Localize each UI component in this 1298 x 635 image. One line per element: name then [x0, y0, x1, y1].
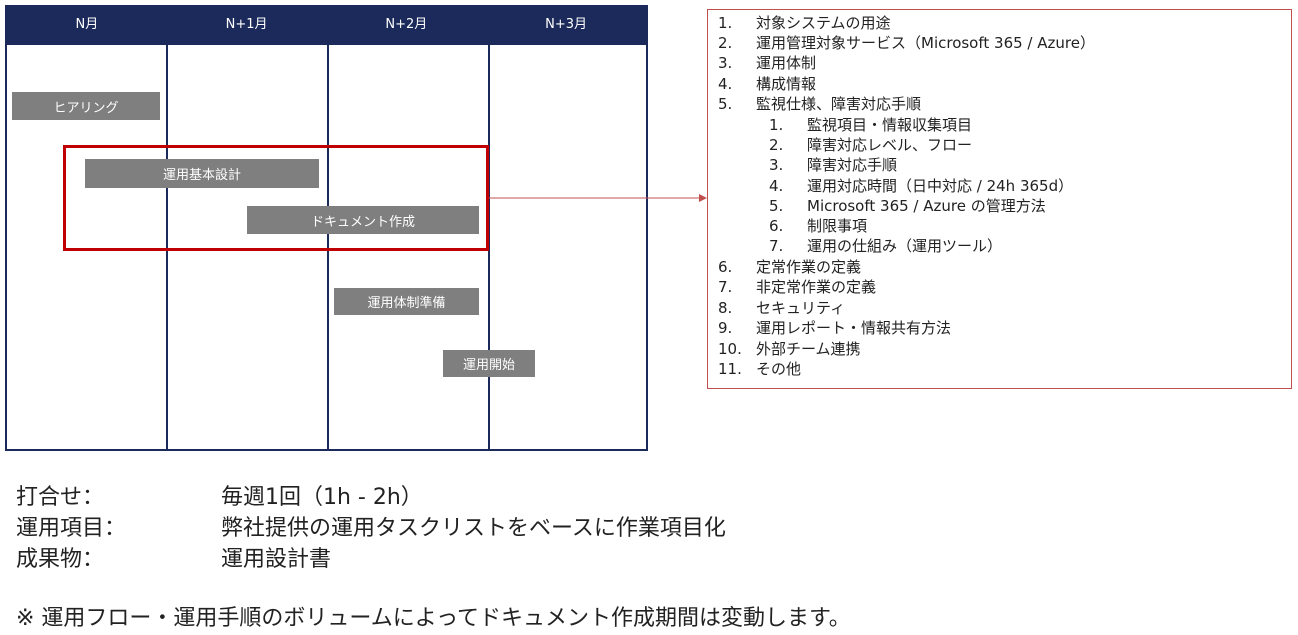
- deliverable-value: 運用設計書: [221, 547, 332, 572]
- gantt-header: N月 N+1月 N+2月 N+3月: [7, 5, 646, 45]
- meeting-label: 打合せ：: [16, 485, 105, 510]
- deliverable-label: 成果物：: [16, 547, 105, 572]
- month-divider: [327, 45, 329, 449]
- list-item: 6.定常作業の定義: [718, 258, 862, 276]
- task-basic-design: 運用基本設計: [85, 159, 319, 188]
- month-divider: [488, 45, 490, 449]
- list-item: 8.セキュリティ: [718, 299, 846, 317]
- schedule-gantt: N月 N+1月 N+2月 N+3月: [5, 5, 648, 451]
- task-ops-setup: 運用体制準備: [334, 288, 479, 315]
- sub-list-item: 2.障害対応レベル、フロー: [769, 136, 973, 154]
- sub-list-item: 7.運用の仕組み（運用ツール）: [769, 237, 1003, 255]
- list-item: 7.非定常作業の定義: [718, 278, 877, 296]
- ops-items-label: 運用項目：: [16, 516, 127, 541]
- list-item: 3.運用体制: [718, 54, 817, 72]
- month-n: N月: [75, 17, 99, 32]
- task-ops-start: 運用開始: [443, 350, 535, 377]
- sub-list-item: 1.監視項目・情報収集項目: [769, 116, 973, 134]
- list-item: 5.監視仕様、障害対応手順: [718, 95, 922, 113]
- list-item: 9.運用レポート・情報共有方法: [718, 319, 952, 337]
- list-item: 4.構成情報: [718, 75, 817, 93]
- task-hearing: ヒアリング: [12, 92, 160, 120]
- design-items-box: [707, 9, 1292, 389]
- design-phase-highlight: [63, 145, 489, 251]
- list-item: 11.その他: [718, 360, 802, 378]
- meeting-value: 毎週1回（1h - 2h）: [221, 485, 423, 510]
- month-divider: [166, 45, 168, 449]
- list-item: 10.外部チーム連携: [718, 340, 861, 358]
- sub-list-item: 5.Microsoft 365 / Azure の管理方法: [769, 197, 1046, 215]
- sub-list-item: 6.制限事項: [769, 217, 868, 235]
- month-n-plus-1: N+1月: [225, 17, 268, 32]
- schedule-note: ※ 運用フロー・運用手順のボリュームによってドキュメント作成期間は変動します。: [16, 606, 851, 631]
- task-documentation: ドキュメント作成: [247, 206, 479, 234]
- sub-list-item: 3.障害対応手順: [769, 156, 898, 174]
- ops-items-value: 弊社提供の運用タスクリストをベースに作業項目化: [221, 516, 726, 541]
- sub-list-item: 4.運用対応時間（日中対応 / 24h 365d）: [769, 177, 1074, 195]
- list-item: 2.運用管理対象サービス（Microsoft 365 / Azure）: [718, 34, 1095, 52]
- list-item: 1.対象システムの用途: [718, 14, 891, 32]
- month-n-plus-2: N+2月: [385, 17, 428, 32]
- month-n-plus-3: N+3月: [545, 17, 588, 32]
